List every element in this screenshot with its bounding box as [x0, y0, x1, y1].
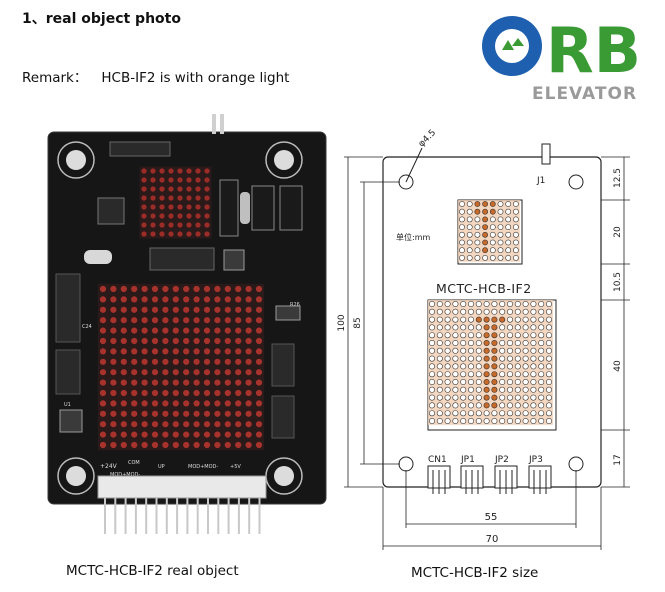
component	[59, 409, 83, 433]
ic-chip	[271, 343, 295, 387]
dim-label: 12.5	[613, 168, 623, 188]
silk-label: MOD+MOD-	[188, 464, 218, 470]
ic-chip	[109, 141, 171, 157]
connector-pins	[104, 498, 261, 534]
j1-header-icon	[541, 143, 551, 165]
large-matrix-outline	[427, 299, 557, 431]
large-matrix-dots	[428, 300, 553, 425]
capacitor	[279, 185, 303, 231]
dimension-drawing: J1 φ4.5 单位:mm MCTC-HCB-IF2 CN1 JP1 JP2 J…	[337, 128, 630, 550]
silk-label: COM	[128, 460, 140, 466]
connector-label: CN1	[428, 455, 447, 465]
bottom-connector	[97, 475, 267, 499]
dim-label: 70	[486, 534, 499, 545]
top-header-pin	[212, 114, 216, 134]
silk-label: +5V	[230, 464, 241, 470]
bottom-dimension-lines	[382, 470, 602, 550]
connector-label: JP2	[494, 455, 509, 465]
right-dimension-lines	[601, 156, 630, 488]
photo-caption: MCTC-HCB-IF2 real object	[66, 563, 239, 579]
ic-chip	[55, 349, 81, 395]
ic-chip	[55, 273, 81, 343]
dim-label: 85	[353, 317, 363, 328]
small-matrix-dots	[458, 200, 520, 262]
hole-diameter-label: φ4.5	[417, 128, 438, 149]
remark-text: HCB-IF2 is with orange light	[101, 70, 290, 86]
dim-label: 100	[337, 314, 347, 331]
drawing-caption: MCTC-HCB-IF2 size	[411, 565, 539, 581]
silk-label: MOD+MOD-	[110, 472, 140, 478]
inductor	[223, 249, 245, 271]
component	[275, 305, 301, 321]
left-dimension-lines	[344, 156, 400, 488]
unit-label: 单位:mm	[396, 232, 430, 242]
silk-label: R26	[290, 302, 300, 308]
mounting-hole	[57, 457, 95, 495]
bottom-connectors	[427, 465, 552, 494]
leader-line	[405, 147, 423, 183]
ic-chip	[149, 247, 215, 271]
connector-label: J1	[536, 176, 545, 186]
mounting-hole	[265, 141, 303, 179]
large-led-matrix	[97, 283, 265, 451]
connector-label: JP3	[528, 455, 543, 465]
mcu-chip	[97, 197, 125, 225]
mounting-hole	[57, 141, 95, 179]
silk-label: UP	[158, 464, 165, 470]
mounting-hole	[568, 456, 584, 472]
logo-mark-icon	[502, 38, 524, 50]
dim-label: 40	[613, 360, 623, 372]
silk-label: C24	[82, 324, 92, 330]
real-object-photo: +24V MOD+MOD- COM UP MOD+MOD- +5V C24 R2…	[47, 114, 327, 534]
silk-label: +24V	[100, 463, 118, 470]
section-heading: 1、real object photo	[22, 11, 181, 27]
dim-label: 55	[485, 512, 498, 523]
dim-label: 20	[613, 226, 623, 238]
mounting-hole	[398, 456, 414, 472]
crystal	[240, 192, 250, 224]
remark-label: Remark：	[22, 70, 88, 86]
capacitor	[251, 185, 275, 231]
dim-label: 17	[613, 454, 623, 465]
small-matrix-outline	[457, 199, 523, 265]
top-header-pin	[220, 114, 224, 134]
orb-elevator-logo: RB ELEVATOR	[482, 14, 641, 104]
ic-chip	[271, 395, 295, 439]
silk-label: U1	[64, 402, 71, 408]
logo-letters: RB	[546, 14, 641, 87]
dim-label: 10.5	[613, 272, 623, 292]
board-outline	[382, 156, 602, 488]
crystal	[84, 250, 112, 264]
small-led-matrix	[139, 166, 212, 239]
capacitor	[219, 179, 239, 237]
connector-label: JP1	[460, 455, 475, 465]
logo-subtitle: ELEVATOR	[532, 84, 637, 104]
board-title: MCTC-HCB-IF2	[436, 281, 532, 296]
remark-line: Remark： HCB-IF2 is with orange light	[22, 66, 289, 86]
mounting-hole	[568, 174, 584, 190]
